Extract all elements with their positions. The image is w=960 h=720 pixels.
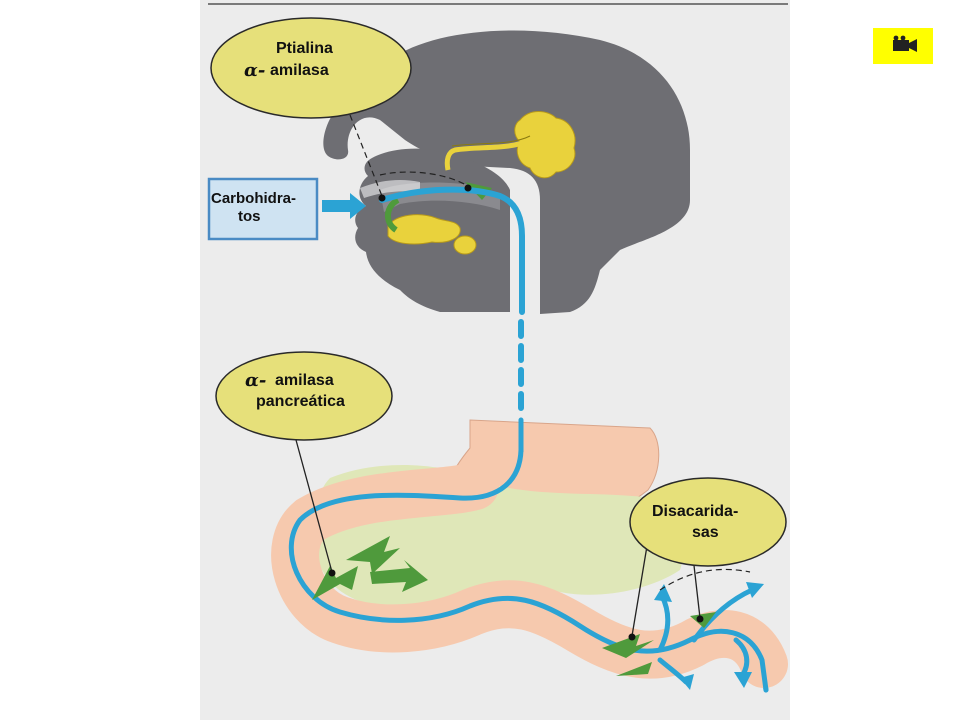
ptialina-amilasa-label: amilasa: [270, 62, 329, 79]
ptialina-alpha-prefix: α-: [244, 60, 265, 81]
duodenum-tube: [271, 462, 788, 688]
pancreatica-bubble-shape: [215, 351, 393, 441]
video-camera-button[interactable]: [873, 28, 933, 64]
ptialina-leaders: [349, 114, 469, 197]
salivary-glands: [387, 111, 576, 255]
pancreatic-arrow-3: [370, 560, 428, 592]
disacaridasas-dot-b: [696, 615, 704, 623]
pathway-intestine-overlay: [288, 447, 769, 693]
oral-enzyme-crescent: [385, 197, 400, 233]
bb-arrow-2: [691, 587, 755, 643]
camera-body: [893, 40, 909, 51]
carbohidratos-label-line1: Carbohidra-: [211, 190, 296, 207]
bb-arrowhead-2: [746, 582, 764, 598]
pancreatica-leader: [295, 439, 333, 573]
ptialina-label: Ptialina: [276, 40, 333, 57]
brush-border-arrows: [654, 582, 764, 690]
disacaridasas-bubble-shape: [629, 477, 787, 567]
camera-reel-1: [893, 35, 899, 41]
bb-arrowhead-1: [654, 584, 672, 602]
carbohidratos-box-shape: [207, 177, 319, 241]
pancreatica-bubble: α- amilasa pancreática: [215, 351, 393, 441]
parotid-duct-outline: [451, 135, 531, 147]
pancreatica-alpha-prefix: α-: [245, 370, 266, 391]
ptialina-leader-a: [349, 114, 383, 197]
carbohidratos-box: Carbohidra- tos: [207, 177, 319, 241]
disacaridasas-label-line2: sas: [692, 524, 719, 541]
skull-silhouette: [323, 30, 690, 315]
carb-entry-arrow: [322, 193, 366, 219]
disacaridasas-leader-a: [631, 539, 649, 637]
ptialina-bubble-shape: [210, 17, 412, 119]
disacaridasas-dot-a: [628, 633, 636, 641]
bb-green-2: [616, 662, 652, 676]
pancreatica-dot: [328, 569, 336, 577]
pancreas-dashed-outline: [659, 568, 751, 591]
submandibular-gland: [387, 214, 461, 245]
pancreatic-arrow-2: [346, 536, 400, 574]
disacaridasas-label-line1: Disacarida-: [652, 503, 738, 520]
bb-green-1: [602, 634, 654, 658]
ptialina-dot-b: [464, 184, 472, 192]
ptialina-leader-b: [379, 171, 469, 187]
bb-arrowhead-4: [680, 674, 694, 690]
sublingual-gland: [453, 235, 477, 255]
mouth-gap: [360, 180, 420, 198]
disacaridasas-bubble: Disacarida- sas: [629, 477, 787, 567]
video-camera-icon: [893, 35, 917, 52]
pathway-oral-pharynx: [379, 186, 525, 315]
ptialina-bubble: Ptialina α- amilasa: [210, 17, 412, 119]
camera-reel-2: [900, 35, 906, 41]
camera-lens: [909, 39, 917, 52]
pancreatic-enzyme-arrows: [312, 536, 428, 600]
pancreatic-arrow-1: [312, 566, 358, 600]
bb-arrowhead-3: [734, 672, 752, 688]
carbohidratos-label-line2: tos: [238, 208, 261, 225]
parotid-duct: [444, 137, 532, 171]
pancreatica-amilasa-label: amilasa: [275, 372, 334, 389]
ptialina-dot-a: [378, 194, 386, 202]
pancreatica-label-line2: pancreática: [256, 393, 345, 410]
